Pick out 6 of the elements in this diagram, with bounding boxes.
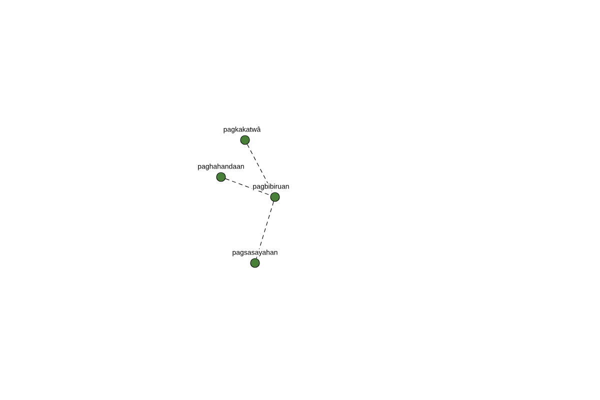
dashed-line xyxy=(256,201,274,259)
node-circle xyxy=(250,258,260,268)
node-circle xyxy=(240,135,250,145)
node-circle xyxy=(270,192,280,202)
node-circle xyxy=(216,172,226,182)
dashed-line xyxy=(225,178,271,196)
